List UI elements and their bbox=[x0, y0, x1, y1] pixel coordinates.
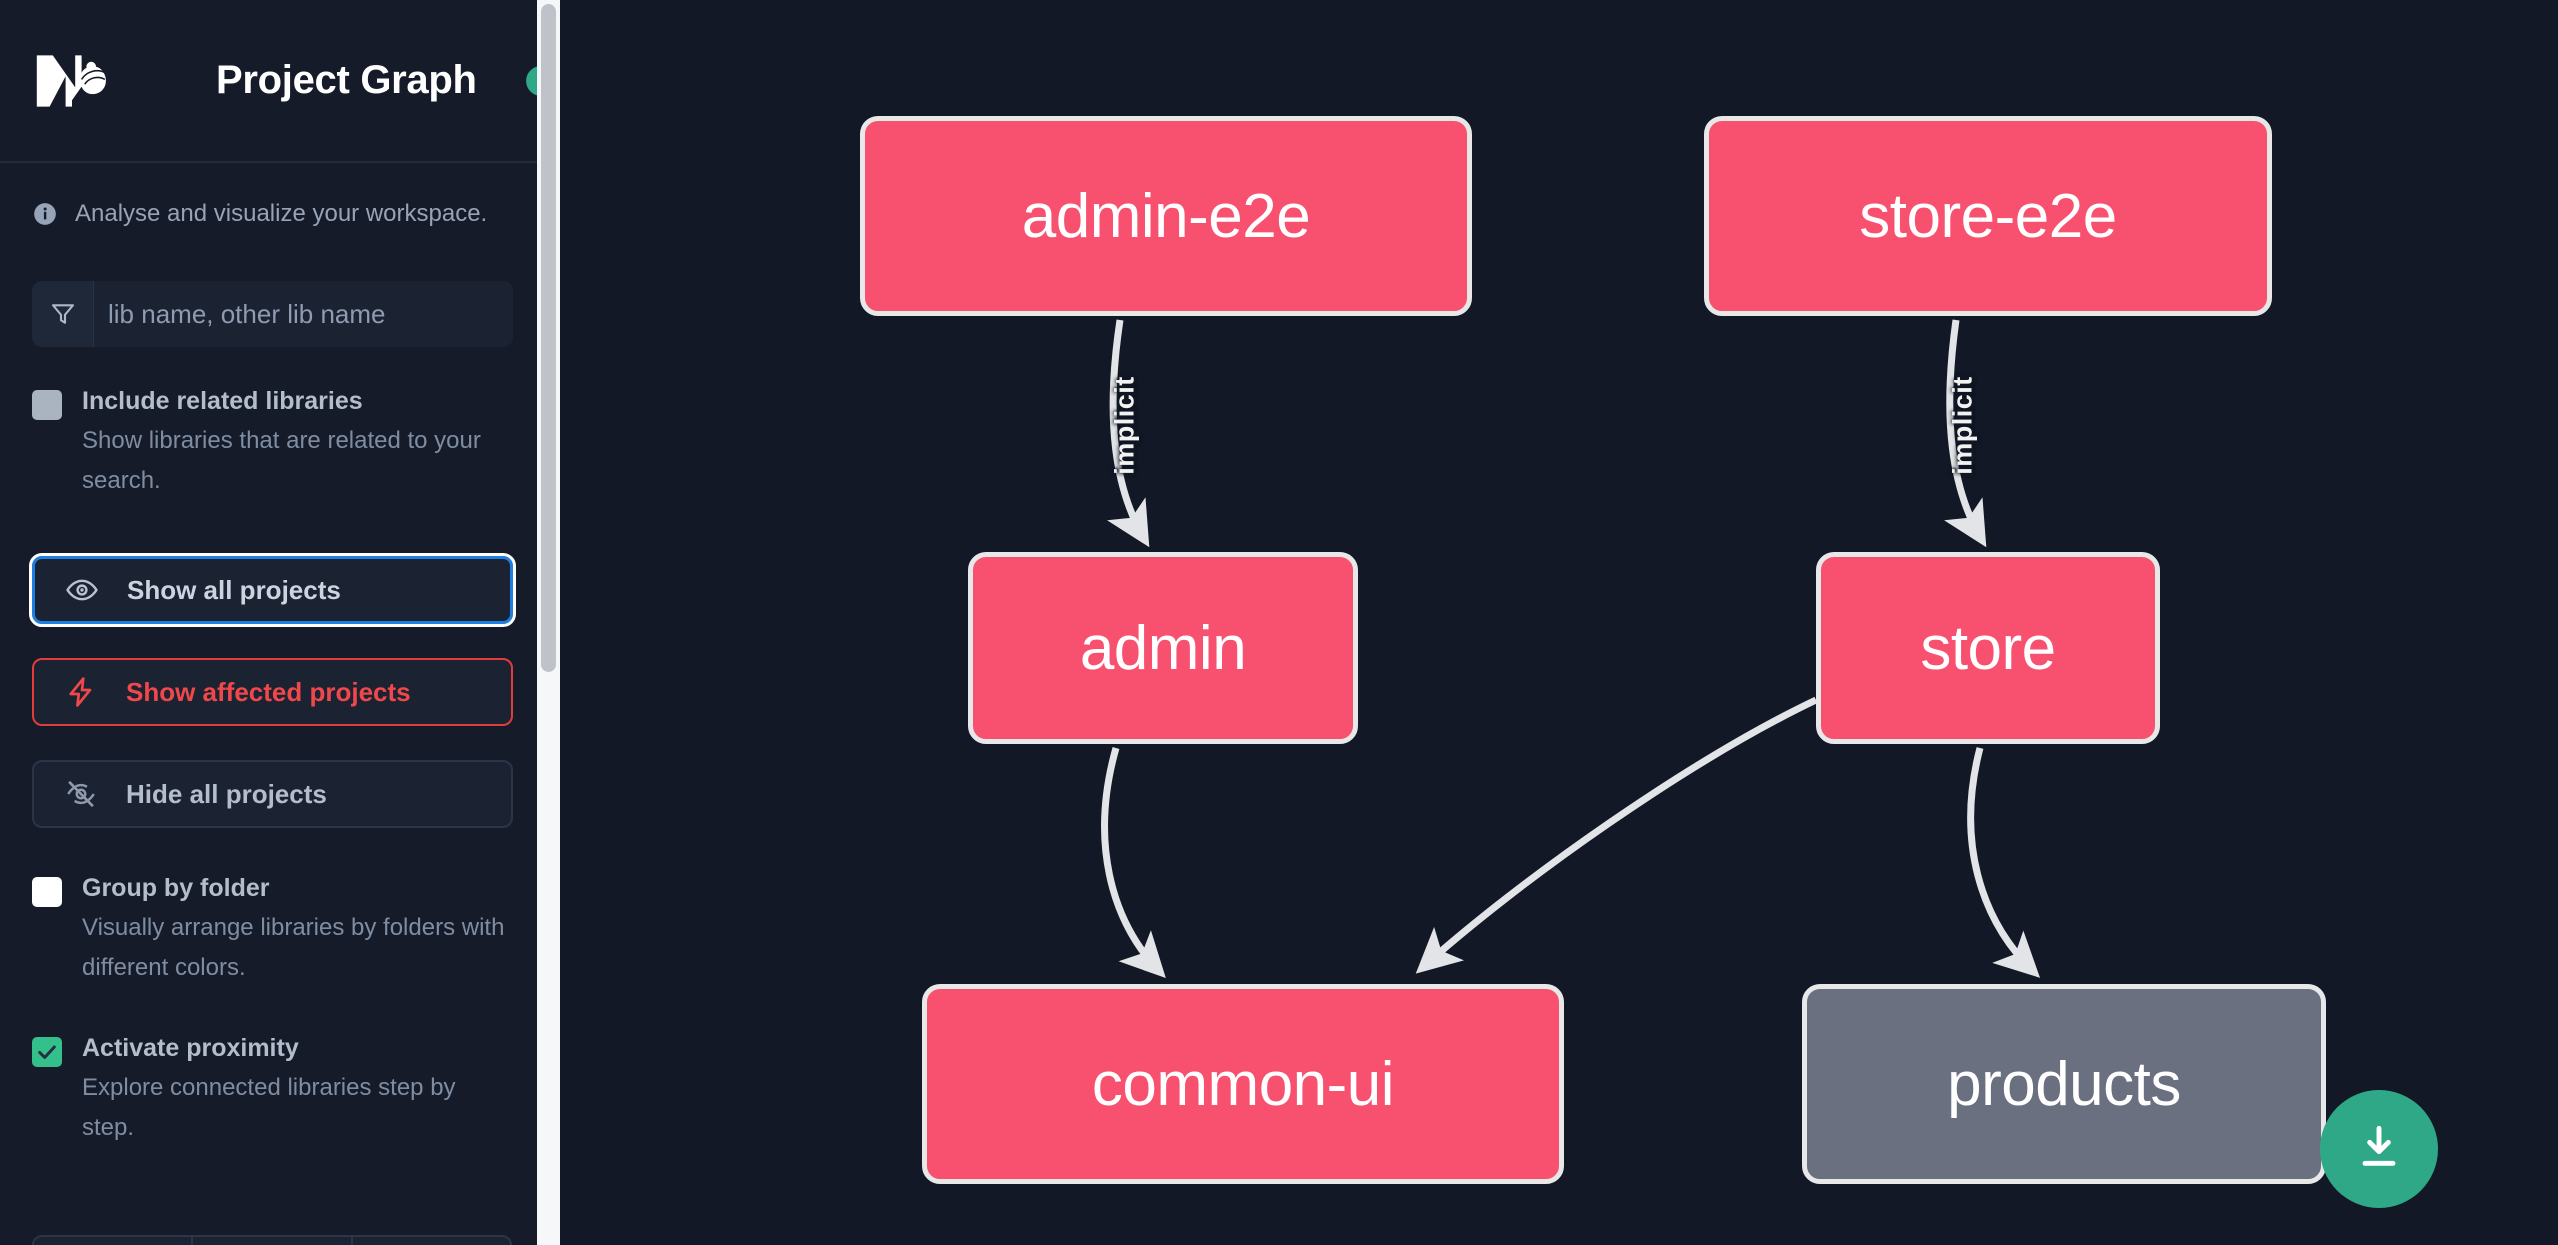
option-group-by-folder[interactable]: Group by folder Visually arrange librari… bbox=[0, 872, 545, 988]
option-label: Activate proximity bbox=[82, 1034, 299, 1062]
eye-icon bbox=[65, 573, 99, 607]
node-label: common-ui bbox=[1091, 1049, 1395, 1119]
checkbox-include-related-libraries[interactable] bbox=[32, 390, 62, 420]
graph-node-common-ui[interactable]: common-ui bbox=[922, 984, 1564, 1184]
sidebar: Project Graph Analyse and visualize yo bbox=[0, 0, 560, 1245]
sidebar-content: Project Graph Analyse and visualize yo bbox=[0, 0, 556, 1245]
edge-admin-to-common-ui bbox=[1101, 747, 1166, 979]
option-description: Explore connected libraries step by step… bbox=[82, 1074, 456, 1141]
option-description: Visually arrange libraries by folders wi… bbox=[82, 914, 505, 981]
search-bar bbox=[32, 281, 513, 347]
download-icon bbox=[2351, 1119, 2407, 1180]
checkbox-group-by-folder[interactable] bbox=[32, 877, 62, 907]
filter-funnel-icon bbox=[32, 281, 94, 347]
show-affected-projects-button[interactable]: Show affected projects bbox=[32, 658, 513, 726]
download-graph-button[interactable] bbox=[2320, 1090, 2438, 1208]
edge-store-to-common-ui bbox=[1415, 696, 1818, 974]
graph-node-admin-e2e[interactable]: admin-e2e bbox=[860, 116, 1472, 316]
node-label: store-e2e bbox=[1859, 181, 2117, 251]
segment-3[interactable] bbox=[352, 1237, 510, 1245]
graph-edges bbox=[1101, 319, 2041, 979]
segmented-control[interactable] bbox=[32, 1235, 512, 1245]
button-label: Show affected projects bbox=[126, 676, 411, 707]
hide-all-projects-button[interactable]: Hide all projects bbox=[32, 760, 513, 828]
option-label: Group by folder bbox=[82, 874, 270, 902]
info-circle-icon bbox=[32, 201, 58, 227]
option-label: Include related libraries bbox=[82, 387, 363, 415]
checkbox-activate-proximity[interactable] bbox=[32, 1037, 62, 1067]
lightning-bolt-icon bbox=[64, 675, 98, 709]
option-activate-proximity[interactable]: Activate proximity Explore connected lib… bbox=[0, 1032, 545, 1148]
edge-store-e2e-to-store bbox=[1944, 319, 1987, 548]
sidebar-scrollbar-thumb[interactable] bbox=[541, 4, 556, 672]
edge-admin-e2e-to-admin bbox=[1107, 319, 1150, 548]
node-label: products bbox=[1947, 1049, 2181, 1119]
eye-off-icon bbox=[64, 777, 98, 811]
show-all-projects-button[interactable]: Show all projects bbox=[29, 553, 516, 627]
node-label: store bbox=[1920, 613, 2056, 683]
graph-node-admin[interactable]: admin bbox=[968, 552, 1358, 744]
option-include-related-libraries[interactable]: Include related libraries Show libraries… bbox=[0, 385, 545, 501]
graph-canvas[interactable]: admin-e2e store-e2e admin store common-u… bbox=[560, 0, 2558, 1245]
visibility-button-group: Show all projects Show affected projects bbox=[29, 553, 516, 828]
button-label: Hide all projects bbox=[126, 778, 327, 809]
app-title: Project Graph bbox=[216, 58, 477, 102]
segment-1[interactable] bbox=[34, 1237, 194, 1245]
sidebar-scrollbar-track[interactable] bbox=[537, 0, 560, 1245]
graph-node-store-e2e[interactable]: store-e2e bbox=[1704, 116, 2272, 316]
search-input[interactable] bbox=[94, 281, 513, 347]
segment-2[interactable] bbox=[193, 1237, 353, 1245]
workspace-info: Analyse and visualize your workspace. bbox=[0, 163, 545, 228]
workspace-info-text: Analyse and visualize your workspace. bbox=[75, 200, 488, 227]
option-description: Show libraries that are related to your … bbox=[82, 427, 481, 494]
nx-logo-icon bbox=[32, 48, 128, 114]
button-label: Show all projects bbox=[127, 574, 341, 605]
sidebar-header: Project Graph bbox=[0, 0, 556, 163]
graph-node-store[interactable]: store bbox=[1816, 552, 2160, 744]
node-label: admin-e2e bbox=[1021, 181, 1311, 251]
graph-node-products[interactable]: products bbox=[1802, 984, 2326, 1184]
node-label: admin bbox=[1079, 613, 1247, 683]
edge-store-to-products bbox=[1967, 747, 2041, 978]
